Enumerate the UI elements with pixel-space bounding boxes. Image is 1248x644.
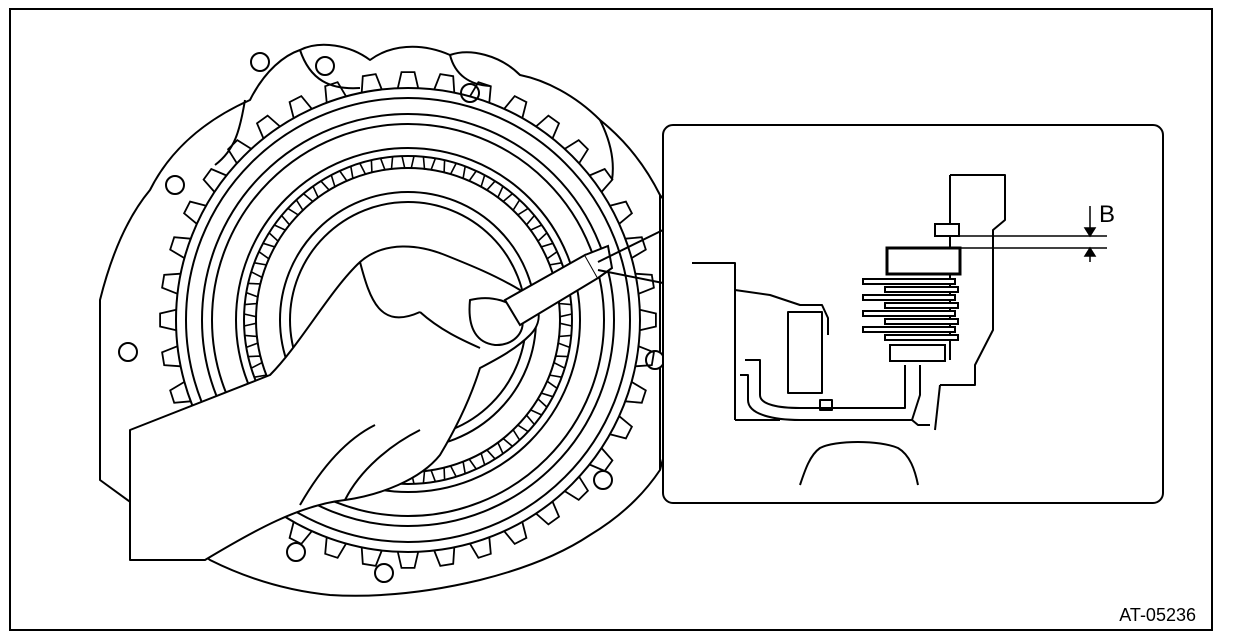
inner-spline-tooth [243, 313, 257, 327]
outer-spline-tooth [360, 73, 383, 93]
callout-lines [597, 229, 664, 284]
outer-spline-tooth [288, 521, 313, 546]
outer-spline-tooth [161, 272, 181, 295]
drum-ring-2 [185, 97, 631, 543]
outer-spline-tooth [169, 381, 191, 404]
inner-spline-tooth [536, 232, 554, 248]
outer-spline-tooth [182, 200, 207, 225]
inner-spline-tooth [559, 313, 573, 327]
outer-spline-tooth [589, 447, 614, 473]
outer-spline-tooth [564, 138, 590, 164]
outer-spline-tooth [635, 345, 655, 368]
inner-spline-tooth [525, 408, 543, 426]
inner-spline-tooth [339, 166, 354, 182]
inner-spline-tooth [480, 448, 496, 466]
inner-spline-tooth [254, 251, 270, 266]
clutch-plate [862, 294, 956, 301]
outer-spline-tooth [324, 537, 347, 559]
outer-spline-tooth [360, 547, 383, 567]
inner-spline-tooth [496, 185, 514, 203]
outer-spline-tooth [609, 200, 634, 225]
drum-ring-6 [243, 155, 573, 485]
drum-ring-4 [211, 123, 605, 517]
outer-spline-tooth [564, 476, 590, 502]
drum-outer-ring [175, 87, 641, 553]
outer-spline-tooth [255, 114, 281, 139]
inner-spline-tooth [496, 437, 514, 455]
inner-spline-tooth [320, 174, 336, 192]
inner-spline-tooth [525, 214, 543, 232]
inner-spline-tooth [379, 156, 394, 171]
outer-spline-tooth [625, 236, 647, 259]
drum-outer-splines [159, 71, 657, 569]
inner-spline-tooth [302, 185, 320, 203]
inner-spline-tooth [462, 166, 477, 182]
outer-spline-tooth [625, 381, 647, 404]
inner-spline-tooth [512, 424, 529, 441]
outer-spline-tooth [535, 114, 561, 139]
inner-spline-tooth [359, 160, 373, 176]
inner-spline-tooth [273, 214, 291, 232]
housing-bolt-holes [118, 52, 665, 583]
clutch-disc [884, 334, 959, 341]
inner-spline-tooth [262, 232, 280, 248]
hand [129, 245, 540, 561]
figure-code: AT-05236 [1119, 605, 1196, 625]
inner-spline-tooth [287, 199, 304, 216]
inner-spline-tooth [443, 464, 457, 480]
outer-spline-tooth [503, 94, 528, 119]
figure-border [9, 8, 1213, 631]
outer-spline-tooth [288, 94, 313, 119]
clutch-plate [862, 326, 956, 333]
outer-spline-tooth [396, 71, 420, 89]
inner-spline-tooth [546, 251, 562, 266]
outer-spline-tooth [609, 415, 634, 440]
outer-spline-tooth [469, 81, 492, 103]
outer-spline-tooth [169, 236, 191, 259]
outer-spline-tooth [161, 345, 181, 368]
inner-spline-tooth [443, 160, 457, 176]
clutch-plate [862, 278, 956, 285]
retaining-plate [885, 246, 962, 276]
clutch-pack [862, 223, 962, 362]
clutch-plate [862, 310, 956, 317]
inner-spline-tooth [557, 334, 572, 349]
outer-spline-tooth [159, 308, 177, 332]
inner-spline-tooth [546, 374, 562, 389]
inner-spline-tooth [244, 291, 259, 306]
outer-spline-tooth [433, 73, 456, 93]
outer-spline-tooth [469, 537, 492, 559]
inner-spline-tooth [552, 355, 568, 369]
inner-spline-tooth [248, 271, 264, 285]
outer-spline-tooth [589, 167, 614, 193]
inner-spline-tooth [512, 199, 529, 216]
outer-spline-tooth [396, 551, 420, 569]
outer-spline-tooth [226, 138, 252, 164]
outer-spline-tooth [433, 547, 456, 567]
inner-spline-tooth [422, 156, 437, 171]
outer-spline-tooth [639, 308, 657, 332]
lower-plate-block [889, 344, 946, 362]
inner-spline-tooth [422, 469, 437, 484]
snap-ring [934, 223, 960, 237]
outer-spline-tooth [503, 521, 528, 546]
inner-spline-tooth [244, 334, 259, 349]
outer-spline-tooth [535, 501, 561, 526]
outer-spline-tooth [324, 81, 347, 103]
clutch-disc [884, 302, 959, 309]
inner-spline-tooth [480, 174, 496, 192]
clutch-disc [884, 286, 959, 293]
inner-spline-tooth [536, 392, 554, 408]
outer-spline-tooth [202, 167, 227, 193]
drum-ring-3 [201, 113, 615, 527]
clutch-disc [884, 318, 959, 325]
inner-spline-tooth [462, 458, 477, 474]
drum-ring-5 [235, 147, 581, 493]
inner-spline-tooth [248, 355, 264, 369]
clearance-dimension [960, 206, 1107, 262]
inner-spline-tooth [401, 155, 415, 169]
dimension-label-b: B [1099, 201, 1115, 228]
